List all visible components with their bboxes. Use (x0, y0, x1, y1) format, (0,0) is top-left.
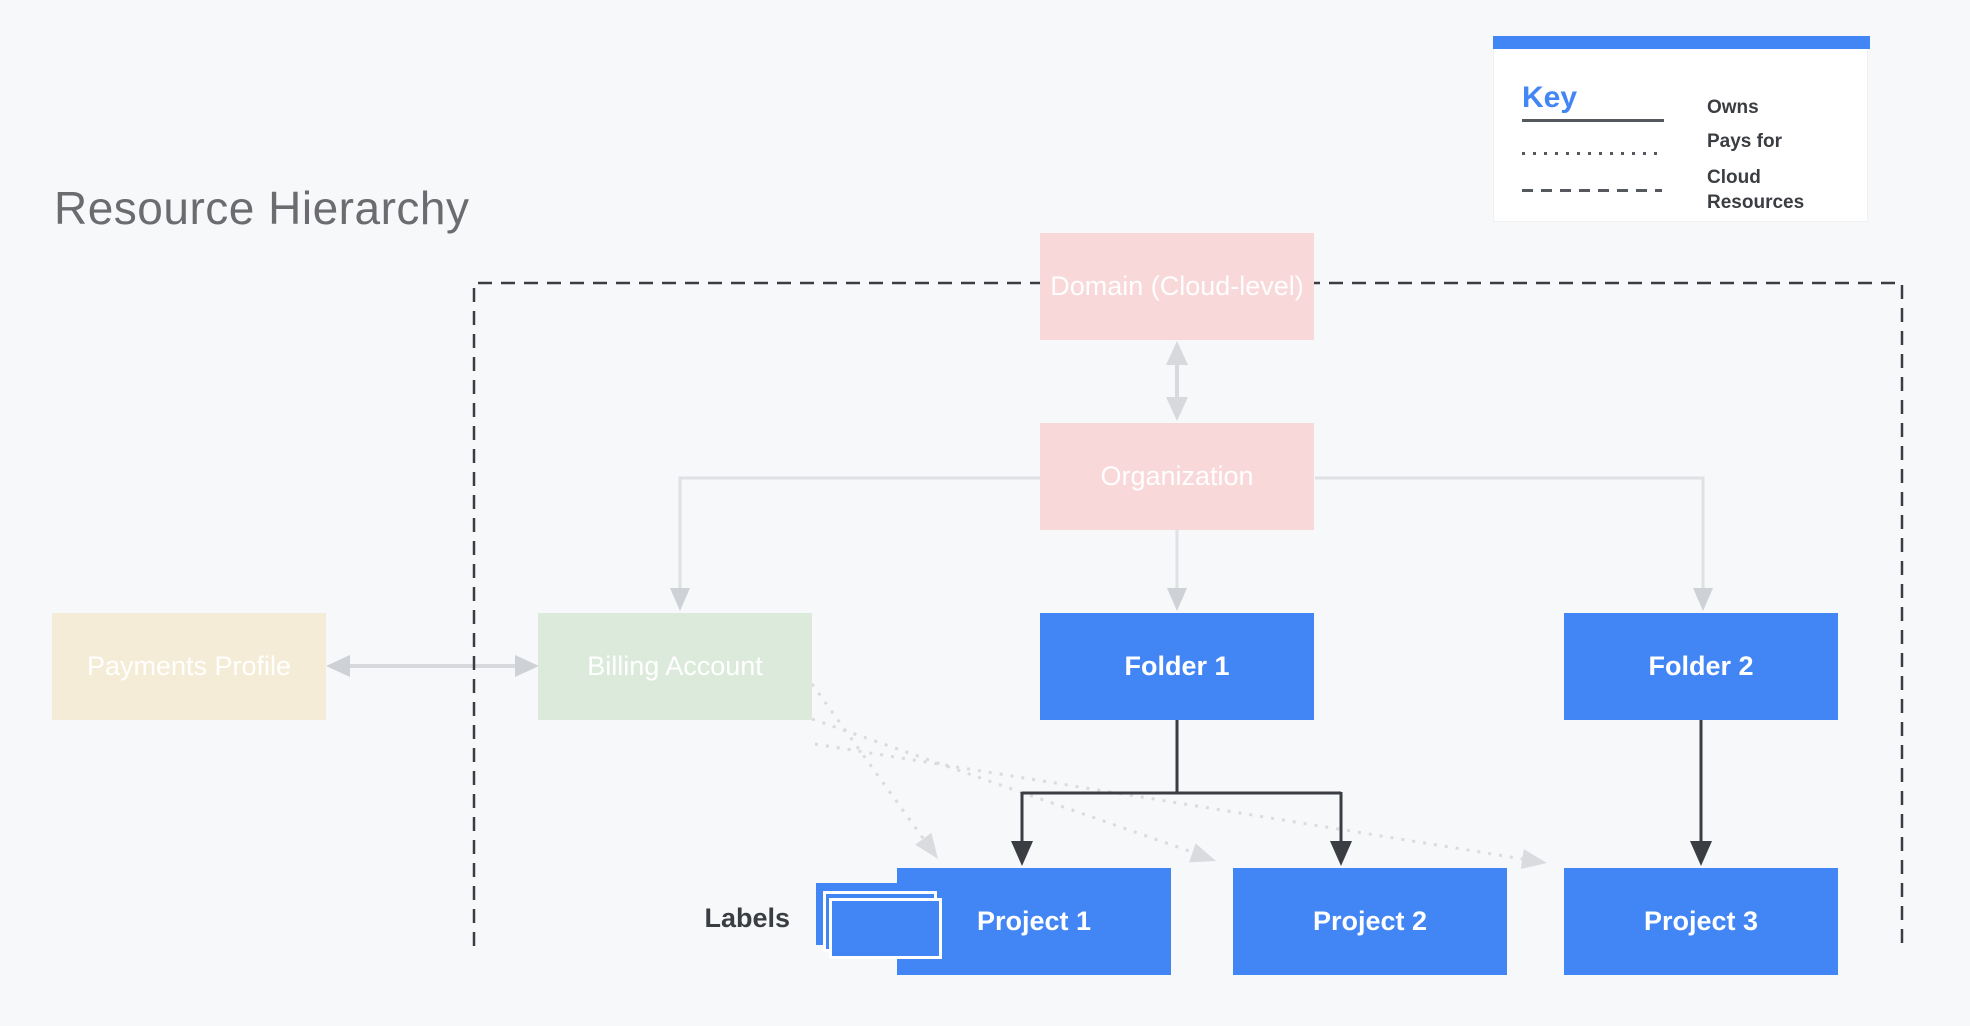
owns-arrow-organization-billing (670, 476, 1040, 611)
key-label-cloud-resources: Cloud Resources (1707, 167, 1805, 213)
pays-for-line-billing-project3 (814, 742, 1547, 869)
pays-for-line-billing-project1 (810, 683, 938, 859)
node-folder2-label: Folder 2 (1648, 651, 1754, 681)
cloud-resources-boundary (472, 281, 1904, 951)
node-billing-account: Billing Account (538, 613, 812, 720)
pays-for-line-billing-project2 (811, 717, 1216, 863)
node-folder1-label: Folder 1 (1124, 651, 1230, 681)
node-project1-label: Project 1 (976, 906, 1092, 936)
node-payments-profile: Payments Profile (52, 613, 326, 720)
owns-arrow-folder1-projects (1011, 720, 1352, 866)
owns-arrow-organization-folder1 (1167, 528, 1187, 611)
node-domain-label: Domain (Cloud-level) (1050, 271, 1304, 301)
key-panel: Key Owns Pays for Cloud Resources (1493, 36, 1870, 222)
node-project2-label: Project 2 (1312, 906, 1428, 936)
arrow-payments-billing (326, 655, 539, 677)
node-organization-label: Organization (1100, 461, 1254, 491)
key-dashed-line-sample (1522, 189, 1662, 192)
key-heading: Key (1522, 81, 1578, 114)
node-billing-account-label: Billing Account (587, 651, 763, 681)
page-title: Resource Hierarchy (54, 182, 470, 234)
owns-arrow-organization-folder2 (1315, 476, 1713, 611)
node-folder1: Folder 1 (1040, 613, 1314, 720)
node-domain: Domain (Cloud-level) (1040, 233, 1314, 340)
key-label-owns: Owns (1707, 97, 1759, 118)
node-project3-label: Project 3 (1643, 906, 1759, 936)
node-organization: Organization (1040, 423, 1314, 530)
node-project2: Project 2 (1233, 868, 1507, 975)
owns-arrow-folder2-project3 (1690, 720, 1712, 866)
node-folder2: Folder 2 (1564, 613, 1838, 720)
key-label-pays-for: Pays for (1707, 131, 1782, 152)
key-accent-bar (1493, 36, 1870, 49)
owns-arrow-domain-organization (1166, 341, 1188, 421)
labels-stack-icon (816, 883, 946, 963)
node-project1: Project 1 (897, 868, 1171, 975)
node-payments-profile-label: Payments Profile (86, 651, 292, 681)
labels-annotation: Labels (704, 903, 790, 933)
label-card-front (829, 898, 942, 959)
key-dotted-line-sample (1522, 152, 1662, 155)
key-solid-line-sample (1522, 119, 1664, 122)
node-project3: Project 3 (1564, 868, 1838, 975)
